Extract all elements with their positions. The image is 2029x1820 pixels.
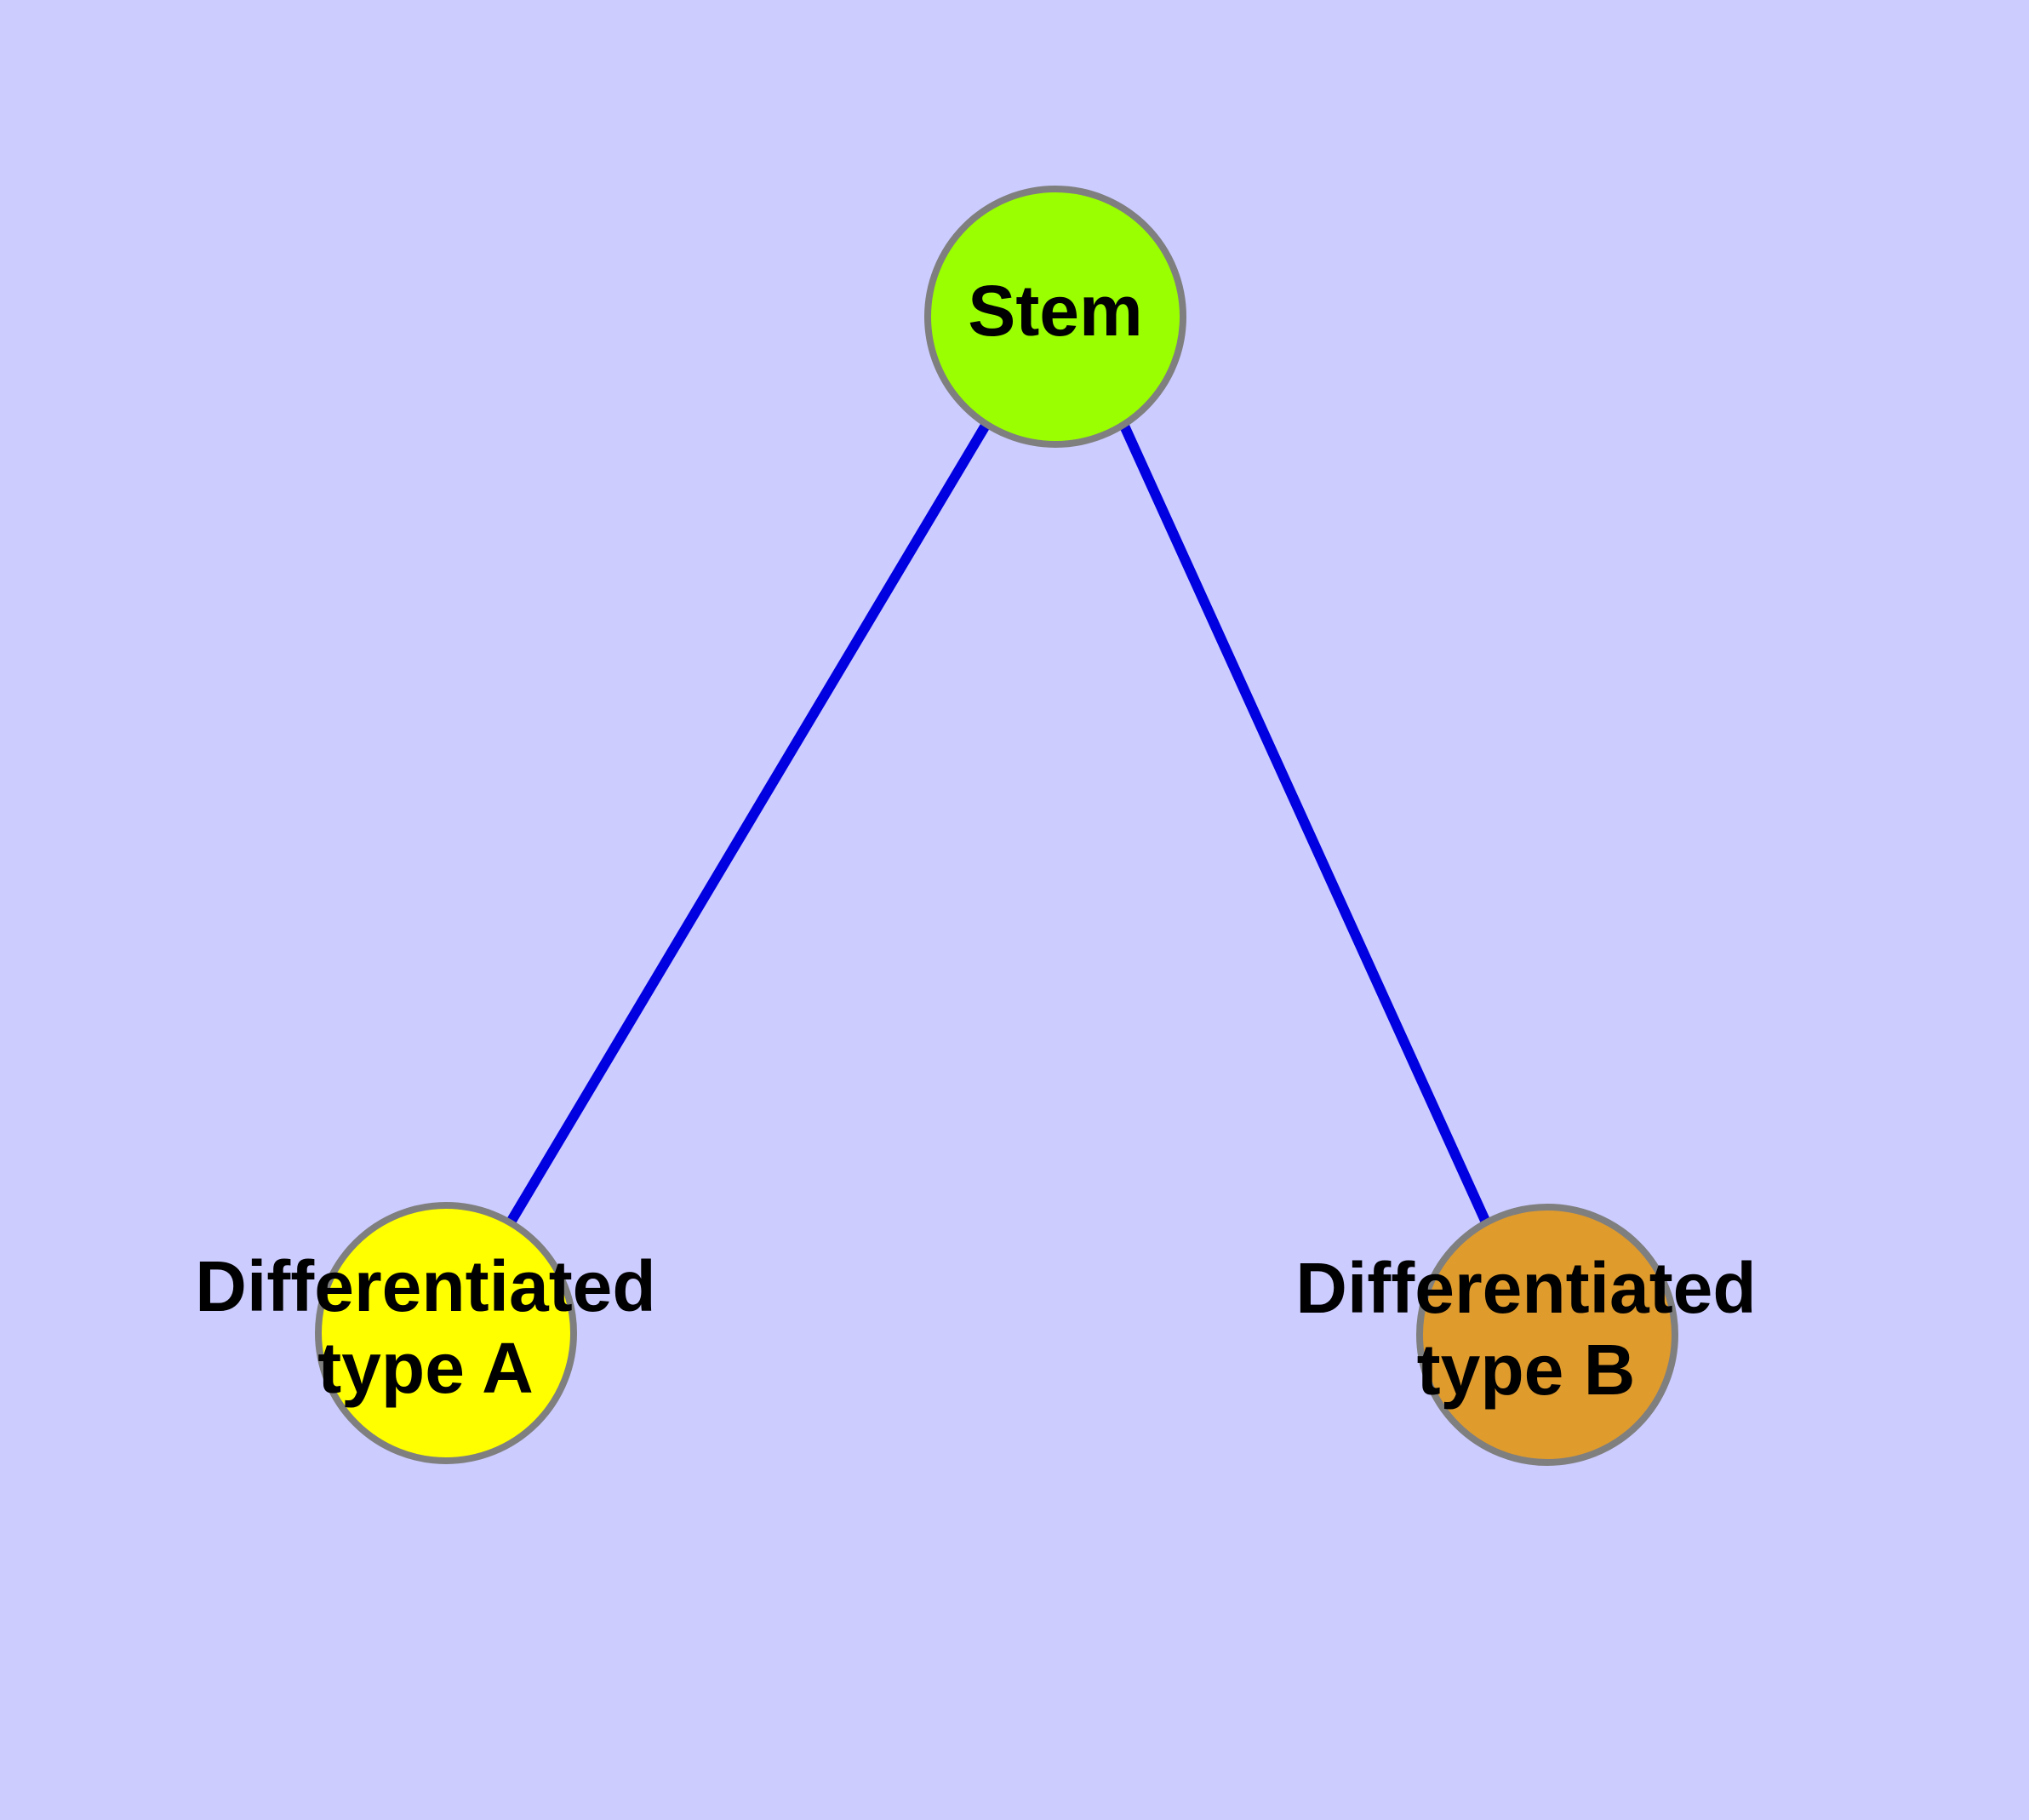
- node-stem[interactable]: Stem: [924, 186, 1186, 448]
- node-label-line: Differentiated: [195, 1246, 655, 1326]
- edges-layer: [506, 421, 1491, 1225]
- node-label-line: type B: [1417, 1330, 1636, 1410]
- node-label-line: Differentiated: [1295, 1248, 1756, 1328]
- node-circle-diff-a[interactable]: [315, 1202, 577, 1464]
- node-label-line: type A: [317, 1328, 534, 1408]
- node-circle-diff-b[interactable]: [1416, 1204, 1678, 1466]
- edge-stem-to-diff-a: [506, 421, 992, 1224]
- node-circle-stem[interactable]: [924, 186, 1186, 448]
- node-label-stem: Stem: [968, 271, 1142, 351]
- node-label-line: Stem: [968, 271, 1142, 351]
- edge-stem-to-diff-b: [1118, 421, 1491, 1225]
